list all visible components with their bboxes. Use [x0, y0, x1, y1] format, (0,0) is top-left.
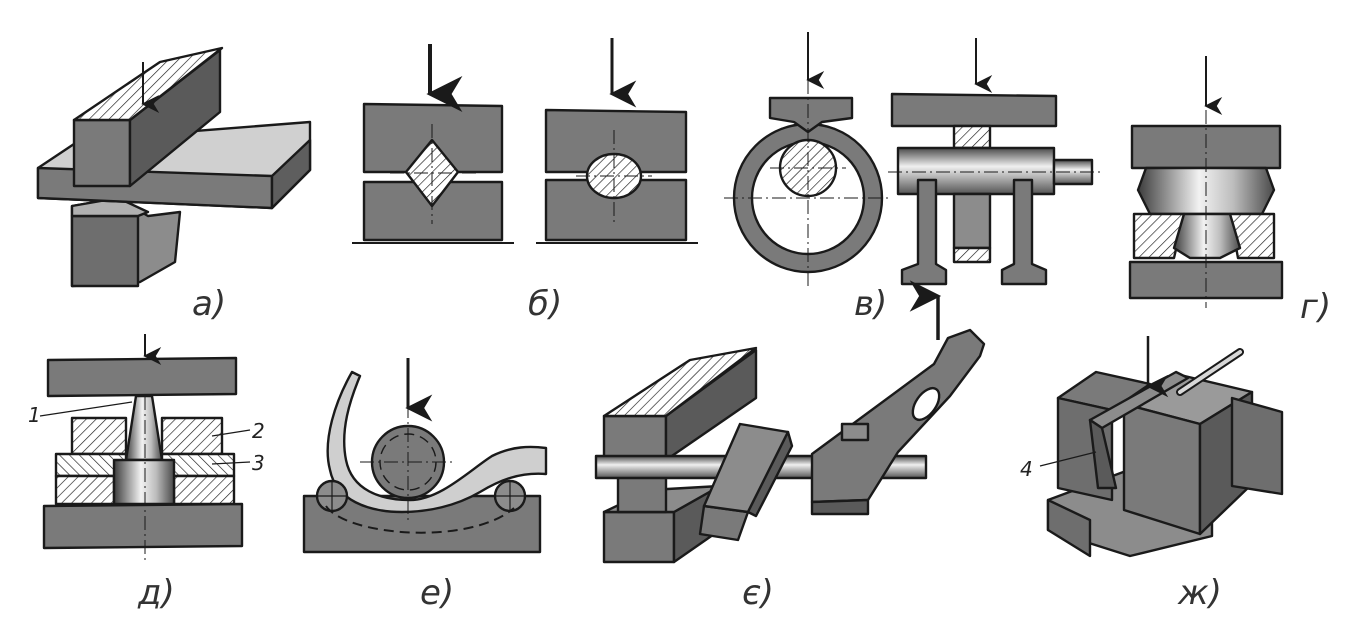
callout-2: 2	[252, 419, 265, 443]
callout-1: 1	[28, 403, 41, 427]
punch	[124, 394, 164, 462]
panel-zh: 4 ж)	[1020, 336, 1284, 613]
panel-label-g: г)	[1300, 287, 1331, 327]
upper-die	[72, 118, 132, 188]
panel-label-ye: є)	[742, 573, 774, 613]
panel-label-e: е)	[420, 573, 454, 613]
panel-label-b: б)	[528, 284, 562, 324]
panel-label-v: в)	[854, 284, 887, 324]
bent-workpiece	[326, 370, 548, 514]
panel-v: в)	[724, 32, 1104, 340]
panel-label-zh: ж)	[1177, 573, 1222, 613]
panel-e: е)	[302, 358, 548, 613]
panel-label-d: д)	[137, 573, 175, 613]
panel-ye: є)	[594, 328, 986, 613]
panel-g: г)	[1128, 56, 1331, 327]
panel-b: б)	[352, 38, 698, 324]
panel-a: а)	[36, 46, 312, 324]
panel-d: 1 2 3 д)	[28, 334, 265, 613]
panel-label-a: а)	[192, 284, 226, 324]
callout-3: 3	[252, 451, 265, 475]
callout-4: 4	[1020, 457, 1033, 481]
